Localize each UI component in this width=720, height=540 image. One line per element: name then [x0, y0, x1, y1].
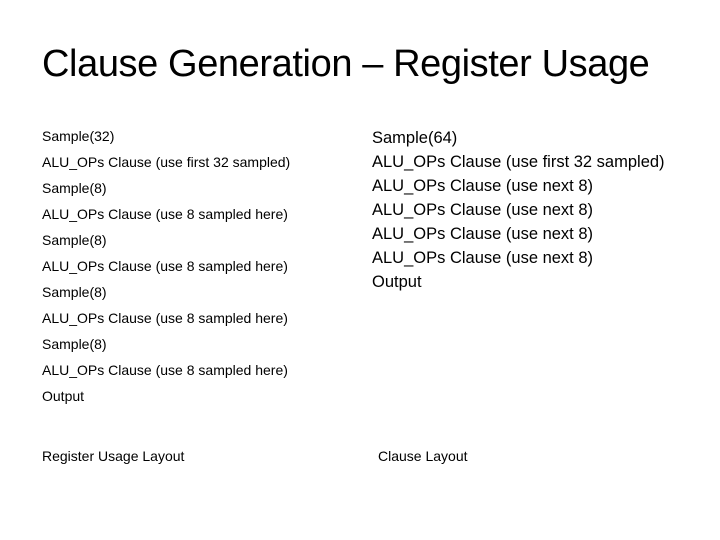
- text-line: Sample(8): [42, 336, 107, 352]
- text-line: ALU_OPs Clause (use 8 sampled here): [42, 362, 288, 378]
- clause-layout-list: Sample(64) ALU_OPs Clause (use first 32 s…: [372, 126, 665, 294]
- text-line: Sample(64): [372, 129, 458, 147]
- text-line: Sample(32): [42, 128, 115, 144]
- text-line: Sample(8): [42, 284, 107, 300]
- text-line: ALU_OPs Clause (use next 8): [372, 177, 594, 195]
- text-line: Sample(8): [42, 180, 107, 196]
- register-usage-list: Sample(32) ALU_OPs Clause (use first 32 s…: [42, 123, 290, 409]
- text-line: Sample(8): [42, 232, 107, 248]
- text-line: ALU_OPs Clause (use first 32 sampled): [42, 154, 291, 170]
- text-line: ALU_OPs Clause (use next 8): [372, 201, 594, 219]
- text-line: Output: [42, 388, 85, 404]
- text-line: ALU_OPs Clause (use first 32 sampled): [372, 153, 665, 171]
- register-usage-caption: Register Usage Layout: [42, 448, 185, 464]
- text-line: ALU_OPs Clause (use next 8): [372, 249, 594, 267]
- text-line: ALU_OPs Clause (use 8 sampled here): [42, 206, 288, 222]
- text-line: ALU_OPs Clause (use next 8): [372, 225, 594, 243]
- slide-title: Clause Generation – Register Usage: [42, 43, 650, 85]
- text-line: ALU_OPs Clause (use 8 sampled here): [42, 310, 288, 326]
- clause-layout-caption: Clause Layout: [378, 448, 468, 464]
- text-line: ALU_OPs Clause (use 8 sampled here): [42, 258, 288, 274]
- text-line: Output: [372, 273, 422, 291]
